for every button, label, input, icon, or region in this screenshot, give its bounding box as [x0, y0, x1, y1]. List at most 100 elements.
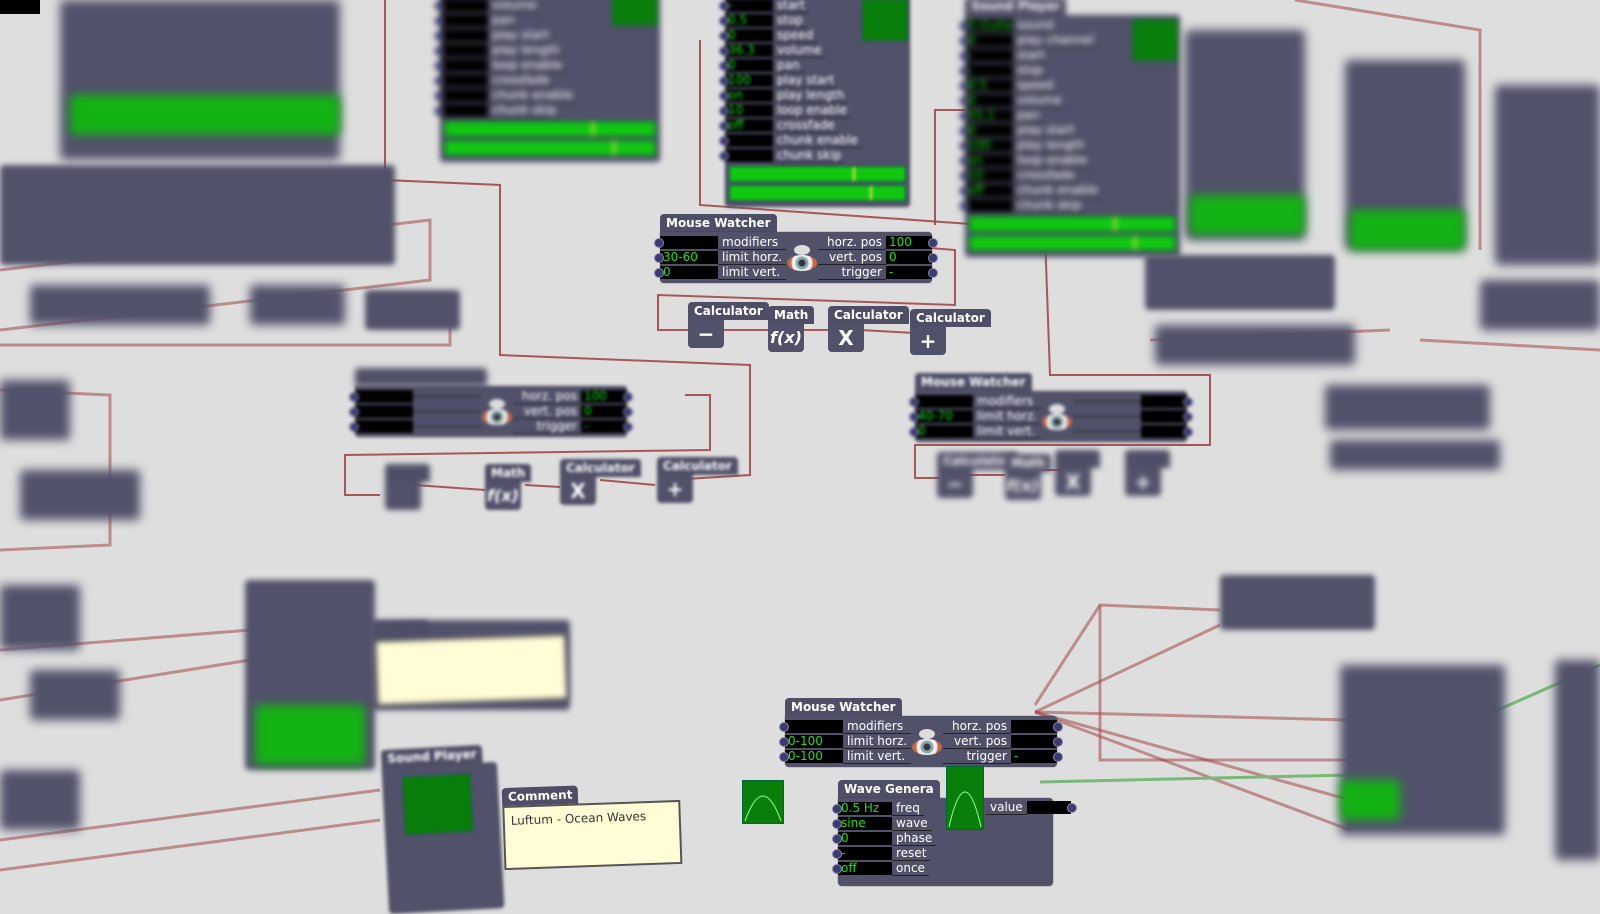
input-value[interactable]: [660, 236, 718, 249]
input-value[interactable]: 0.5: [965, 79, 1013, 92]
input-port[interactable]: [959, 65, 969, 76]
input-value[interactable]: 10: [965, 169, 1013, 182]
background-actor[interactable]: [1325, 385, 1490, 430]
input-port[interactable]: [719, 90, 729, 101]
output-port[interactable]: [928, 267, 938, 278]
input-port[interactable]: [434, 0, 444, 11]
input-value[interactable]: 0.5: [725, 14, 773, 27]
output-port[interactable]: [1183, 396, 1193, 407]
input-value[interactable]: [440, 14, 488, 27]
calculator-actor[interactable]: Calculator−: [688, 300, 769, 348]
input-value[interactable]: [725, 134, 773, 147]
input-value[interactable]: 30-60: [660, 251, 718, 264]
input-port[interactable]: [654, 237, 664, 248]
input-value[interactable]: 55.1: [965, 109, 1013, 122]
input-port[interactable]: [959, 155, 969, 166]
input-value[interactable]: 40-70: [915, 410, 973, 423]
background-actor[interactable]: [365, 290, 460, 330]
input-value[interactable]: 0: [965, 34, 1013, 47]
output-port[interactable]: [623, 421, 633, 432]
input-port[interactable]: [719, 60, 729, 71]
input-value[interactable]: [440, 44, 488, 57]
input-port[interactable]: [719, 135, 729, 146]
comment-text[interactable]: [374, 633, 569, 707]
output-port[interactable]: [928, 252, 938, 263]
background-actor[interactable]: [20, 470, 140, 520]
input-port[interactable]: [779, 751, 789, 762]
background-actor[interactable]: [1145, 255, 1335, 310]
input-port[interactable]: [434, 60, 444, 71]
input-port[interactable]: [719, 105, 729, 116]
input-port[interactable]: [909, 426, 919, 437]
input-value[interactable]: 0: [965, 94, 1013, 107]
output-port[interactable]: [1053, 751, 1063, 762]
output-port[interactable]: [1053, 721, 1063, 732]
output-port[interactable]: [623, 406, 633, 417]
output-port[interactable]: [1066, 802, 1077, 813]
output-port[interactable]: [1183, 426, 1193, 437]
input-value[interactable]: [785, 720, 843, 733]
background-actor[interactable]: [1480, 280, 1600, 330]
background-actor[interactable]: [30, 285, 210, 325]
input-value[interactable]: [440, 0, 488, 12]
background-actor[interactable]: [0, 770, 80, 830]
playback-position-bar[interactable]: [969, 235, 1176, 251]
input-value[interactable]: 0: [838, 832, 892, 845]
input-value[interactable]: 36.3: [725, 44, 773, 57]
input-value[interactable]: [440, 74, 488, 87]
input-value[interactable]: 0-100: [785, 735, 843, 748]
input-value[interactable]: -: [965, 49, 1013, 62]
input-port[interactable]: [959, 170, 969, 181]
input-port[interactable]: [654, 252, 664, 263]
input-value[interactable]: off: [838, 862, 892, 875]
input-value[interactable]: 5:Guitar: [965, 19, 1013, 32]
output-port[interactable]: [928, 237, 938, 248]
input-port[interactable]: [959, 125, 969, 136]
input-value[interactable]: 0: [660, 266, 718, 279]
background-actor[interactable]: [0, 585, 80, 650]
input-value[interactable]: sine: [838, 817, 892, 830]
input-port[interactable]: [832, 848, 842, 859]
input-port[interactable]: [719, 0, 729, 11]
input-value[interactable]: 0: [725, 59, 773, 72]
input-value[interactable]: 10: [725, 104, 773, 117]
input-value[interactable]: [965, 199, 1013, 212]
input-port[interactable]: [654, 267, 664, 278]
input-port[interactable]: [909, 396, 919, 407]
playback-position-bar[interactable]: [444, 121, 656, 137]
input-value[interactable]: [440, 59, 488, 72]
input-port[interactable]: [959, 140, 969, 151]
background-actor[interactable]: [1220, 575, 1375, 630]
calculator-actor[interactable]: [385, 462, 431, 510]
input-port[interactable]: [832, 803, 842, 814]
input-value[interactable]: 0: [965, 124, 1013, 137]
background-actor[interactable]: [30, 670, 120, 720]
input-port[interactable]: [959, 110, 969, 121]
input-port[interactable]: [959, 200, 969, 211]
input-value[interactable]: [355, 390, 413, 403]
input-value[interactable]: 0.5 Hz: [838, 802, 892, 815]
input-value[interactable]: 0: [725, 29, 773, 42]
comment-actor[interactable]: [373, 614, 569, 707]
calculator-actor[interactable]: Calculator−: [937, 450, 1018, 498]
input-value[interactable]: [440, 29, 488, 42]
input-port[interactable]: [832, 863, 842, 874]
calculator-actor[interactable]: +: [1125, 448, 1171, 496]
input-value[interactable]: [355, 405, 413, 418]
playback-position-bar[interactable]: [969, 216, 1176, 232]
input-value[interactable]: off: [725, 119, 773, 132]
input-port[interactable]: [719, 150, 729, 161]
input-value[interactable]: -: [965, 64, 1013, 77]
playback-position-bar[interactable]: [444, 140, 656, 156]
background-actor[interactable]: [0, 380, 70, 440]
input-value[interactable]: 0-100: [785, 750, 843, 763]
input-port[interactable]: [909, 411, 919, 422]
input-value[interactable]: [440, 104, 488, 117]
